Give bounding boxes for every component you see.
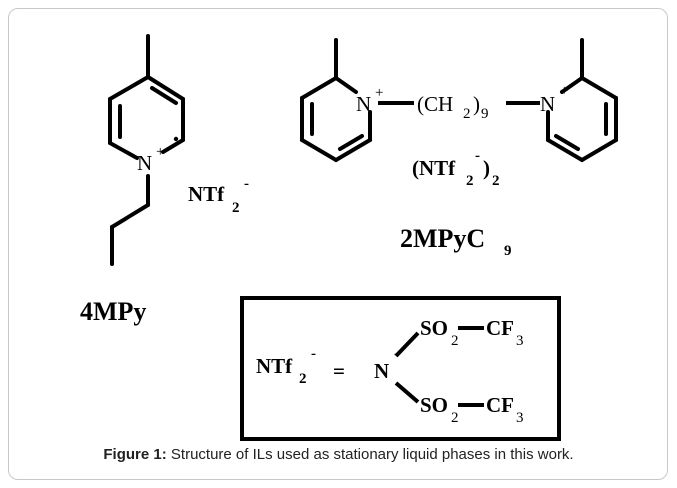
anion-sup-2mpyc9: - xyxy=(475,148,480,164)
ring-charge-4mpy: + xyxy=(156,144,164,160)
lower-cf: CF xyxy=(486,393,514,417)
anion-close-2mpyc9: ) xyxy=(483,156,490,180)
anion-open-2mpyc9: (NTf xyxy=(412,156,456,180)
pyridine-ring-right xyxy=(546,38,618,162)
ntf2-lhs: NTf xyxy=(256,354,293,378)
equals-sign: = xyxy=(333,359,345,383)
molecule-2mpyc9: N + (CH 2 ) 9 N + (NTf 2 - ) 2 2MPyC 9 xyxy=(300,38,618,259)
ntf2-definition-box: NTf 2 - = N - SO 2 CF 3 SO 2 CF 3 xyxy=(240,296,561,441)
anion-sup-4mpy: - xyxy=(244,176,249,192)
anion-4mpy: NTf xyxy=(188,182,225,206)
upper-so-sub: 2 xyxy=(451,333,459,349)
chain-open: (CH xyxy=(417,92,453,116)
upper-cf: CF xyxy=(486,316,514,340)
caption-text: Structure of ILs used as stationary liqu… xyxy=(166,446,574,463)
caption-label: Figure 1: xyxy=(103,446,167,463)
molecule-4mpy: N + NTf 2 - 4MPy xyxy=(80,34,249,326)
chain-sub: 9 xyxy=(481,106,489,122)
lower-so: SO xyxy=(420,393,448,417)
left-ring-nitrogen: N xyxy=(356,92,371,116)
ntf2-lhs-sup: - xyxy=(311,346,316,362)
center-nitrogen: N xyxy=(374,359,389,383)
chain-h-sub: 2 xyxy=(463,106,471,122)
figure-caption: Figure 1: Structure of ILs used as stati… xyxy=(0,446,677,463)
upper-cf-sub: 3 xyxy=(516,333,524,349)
pyridine-ring-left xyxy=(300,38,372,162)
upper-so: SO xyxy=(420,316,448,340)
right-ring-nitrogen: N xyxy=(540,92,555,116)
anion-count-2mpyc9: 2 xyxy=(492,173,500,189)
ring-nitrogen-4mpy: N xyxy=(137,151,152,175)
bond-n-upper-so2 xyxy=(394,331,420,358)
name-4mpy: 4MPy xyxy=(80,297,146,326)
lower-so-sub: 2 xyxy=(451,410,459,426)
anion-sub-4mpy: 2 xyxy=(232,200,240,216)
name-2mpyc9: 2MPyC xyxy=(400,224,485,253)
bond-n-lower-so2 xyxy=(394,381,420,404)
anion-sub-2mpyc9: 2 xyxy=(466,173,474,189)
name-sub-2mpyc9: 9 xyxy=(504,243,512,259)
chain-close: ) xyxy=(473,92,480,116)
ntf2-lhs-sub: 2 xyxy=(299,371,307,387)
lower-cf-sub: 3 xyxy=(516,410,524,426)
definition-border xyxy=(240,296,561,441)
pyridine-ring-4mpy xyxy=(108,34,185,266)
left-ring-charge: + xyxy=(375,85,383,101)
radical-dot xyxy=(173,136,179,142)
